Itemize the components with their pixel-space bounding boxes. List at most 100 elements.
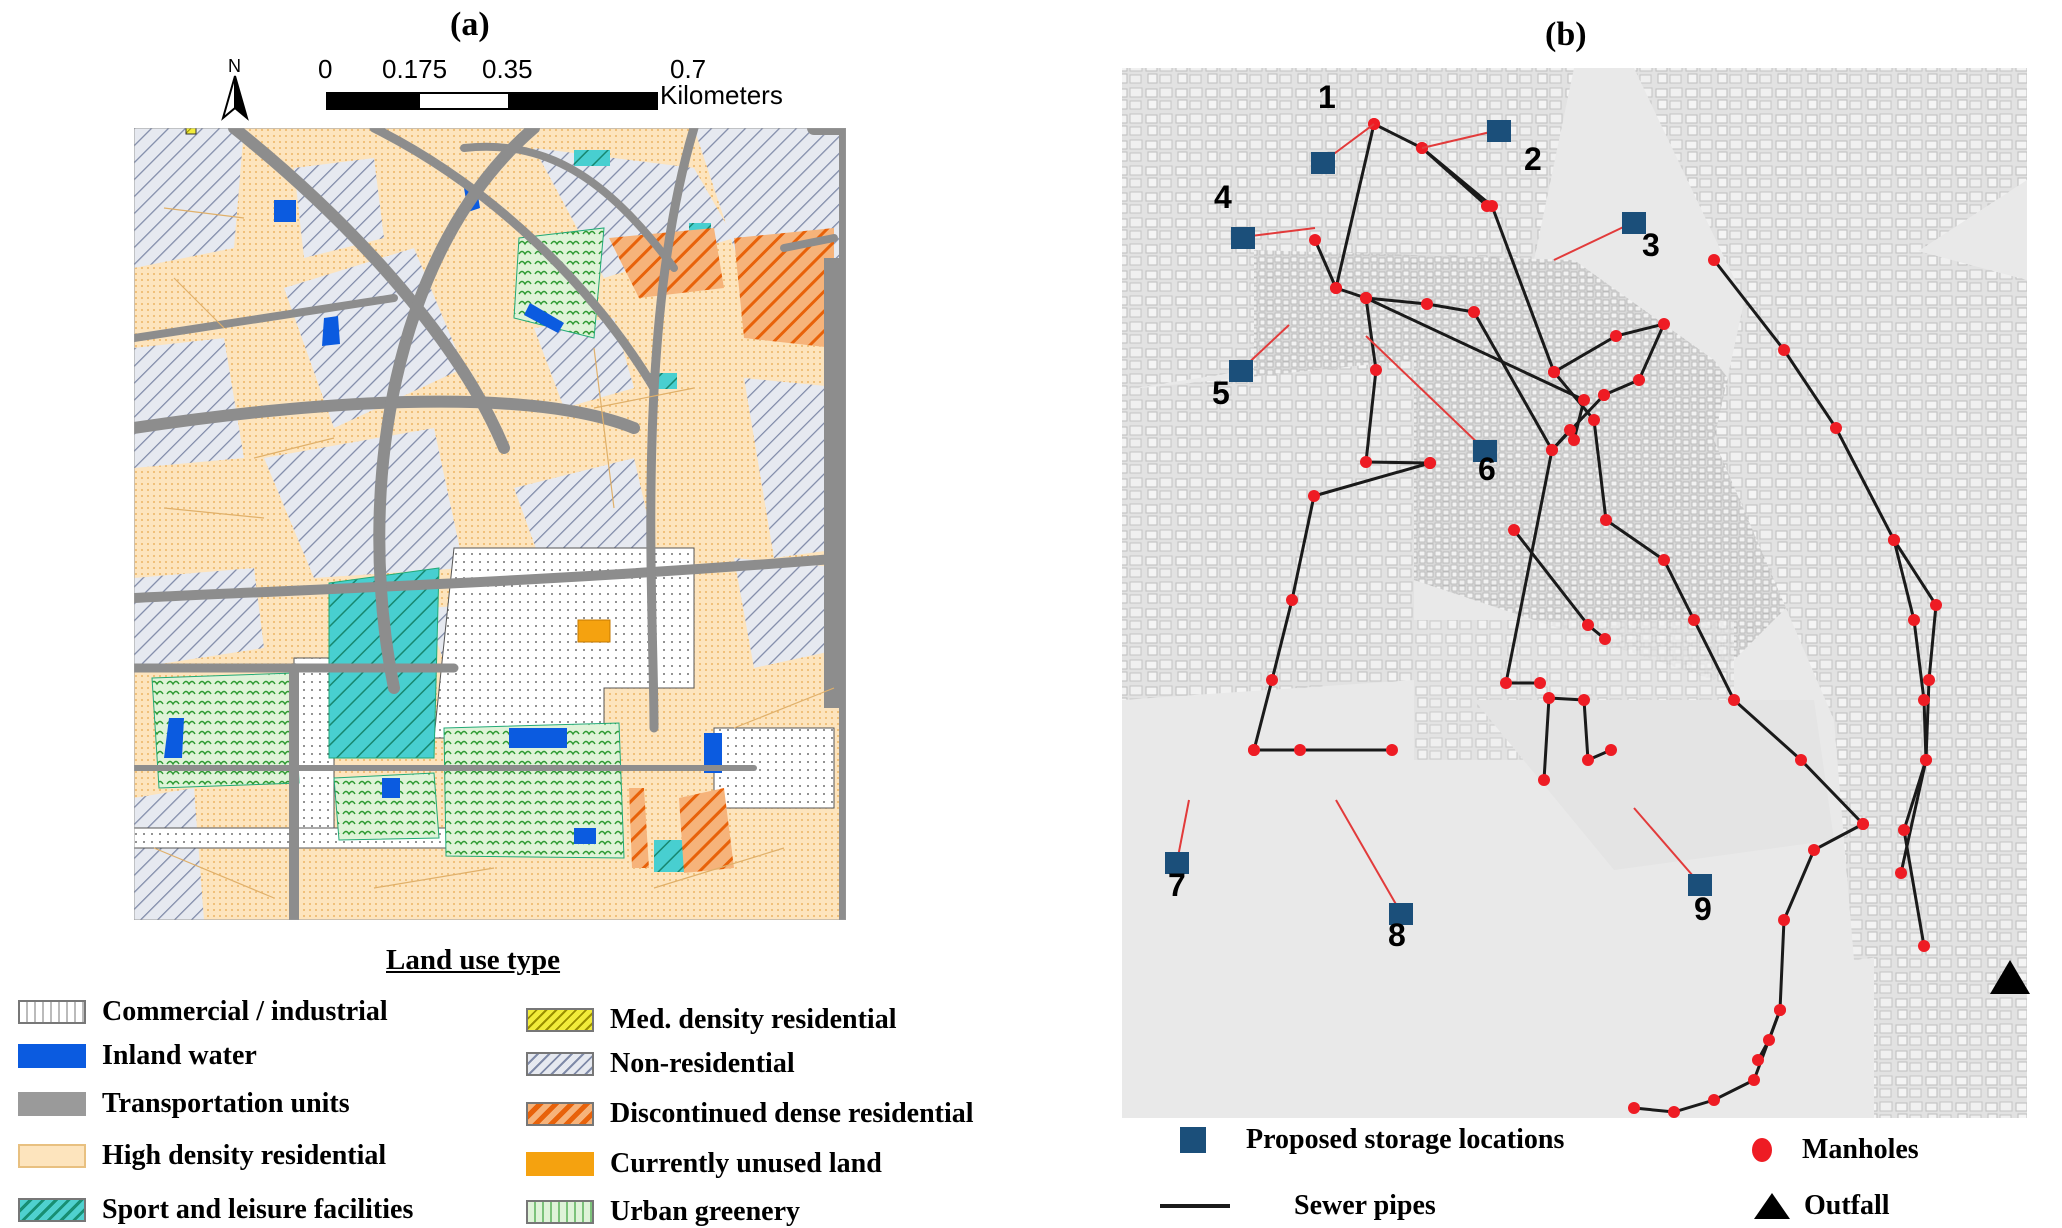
sewer-pipe (1892, 539, 1938, 947)
manhole (1808, 844, 1820, 856)
legend-swatch-transport (18, 1092, 86, 1116)
manhole (1895, 867, 1907, 879)
legend-label-outfall: Outfall (1804, 1190, 1890, 1221)
storage-location-1 (1311, 152, 1335, 174)
north-arrow: N (218, 56, 252, 128)
storage-link (1421, 129, 1500, 149)
legend-label-disc-res: Discontinued dense residential (610, 1098, 974, 1129)
manhole (1308, 490, 1320, 502)
manhole (1568, 434, 1580, 446)
manhole (1564, 424, 1576, 436)
legend-item-green: Urban greenery (526, 1196, 800, 1228)
legend-item-unused: Currently unused land (526, 1148, 882, 1180)
manhole (1688, 614, 1700, 626)
manhole (1658, 318, 1670, 330)
manhole (1578, 394, 1590, 406)
manhole (1658, 554, 1670, 566)
storage-location-6 (1473, 440, 1497, 462)
manhole (1830, 422, 1842, 434)
manhole (1309, 234, 1321, 246)
manhole (1763, 1034, 1775, 1046)
north-arrow-icon (221, 75, 249, 121)
storage-location-8 (1389, 903, 1413, 925)
legend-label-storage: Proposed storage locations (1246, 1124, 1565, 1155)
manhole (1588, 414, 1600, 426)
legend-label-sport: Sport and leisure facilities (102, 1194, 414, 1225)
pipe-line-icon (1160, 1204, 1230, 1208)
manhole (1534, 677, 1546, 689)
storage-location-9 (1688, 874, 1712, 896)
manhole (1918, 940, 1930, 952)
manhole (1508, 524, 1520, 536)
legend-label-commercial: Commercial / industrial (102, 996, 388, 1027)
manhole (1774, 1004, 1786, 1016)
manhole (1598, 389, 1610, 401)
manhole (1578, 694, 1590, 706)
manhole (1708, 254, 1720, 266)
manhole (1668, 1106, 1680, 1118)
legend-swatch-high-res (18, 1144, 86, 1168)
legend-pipes: Sewer pipes (1160, 1190, 1436, 1222)
storage-number-3: 3 (1642, 227, 1660, 263)
legend-item-med-res: Med. density residential (526, 1004, 896, 1036)
storage-link (1365, 335, 1486, 451)
storage-number-9: 9 (1694, 891, 1712, 927)
legend-label-non-res: Non-residential (610, 1048, 795, 1079)
legend-swatch-water (18, 1044, 86, 1068)
storage-number-4: 4 (1214, 179, 1232, 215)
manhole (1546, 444, 1558, 456)
storage-link (1553, 221, 1635, 261)
manhole (1600, 514, 1612, 526)
manhole (1605, 744, 1617, 756)
scale-tick-0: 0 (318, 54, 333, 84)
manhole (1543, 692, 1555, 704)
legend-item-disc-res: Discontinued dense residential (526, 1098, 974, 1130)
storage-link (1335, 799, 1402, 914)
manhole (1795, 754, 1807, 766)
legend-swatch-med-res (526, 1008, 594, 1032)
manhole (1286, 594, 1298, 606)
scale-unit: Kilometers (660, 80, 783, 110)
legend-item-high-res: High density residential (18, 1140, 386, 1172)
manhole (1500, 677, 1512, 689)
legend-swatch-commercial (18, 1000, 86, 1024)
manhole (1486, 200, 1498, 212)
manhole (1923, 674, 1935, 686)
manhole (1778, 914, 1790, 926)
legend-item-transport: Transportation units (18, 1088, 350, 1120)
manhole (1752, 1054, 1764, 1066)
manhole (1421, 298, 1433, 310)
legend-label-green: Urban greenery (610, 1196, 800, 1227)
legend-manholes: Manholes (1752, 1134, 1919, 1166)
legend-item-sport: Sport and leisure facilities (18, 1194, 413, 1226)
panel-b-label: (b) (1545, 16, 1587, 53)
sewer-pipe (1552, 371, 1865, 826)
manhole (1920, 754, 1932, 766)
manhole (1330, 282, 1342, 294)
outfall-triangle-icon (1754, 1193, 1790, 1219)
storage-location-5 (1229, 360, 1253, 382)
manhole (1370, 364, 1382, 376)
manhole (1898, 824, 1910, 836)
manhole (1918, 694, 1930, 706)
legend-label-transport: Transportation units (102, 1088, 350, 1119)
storage-link (1633, 807, 1701, 885)
manhole (1360, 456, 1372, 468)
storage-location-3 (1622, 212, 1646, 234)
manhole (1748, 1074, 1760, 1086)
outfall-marker (1990, 960, 2030, 994)
storage-location-4 (1231, 227, 1255, 249)
manhole (1266, 674, 1278, 686)
legend-swatch-sport (18, 1198, 86, 1222)
manhole (1708, 1094, 1720, 1106)
manhole (1582, 754, 1594, 766)
manhole (1908, 614, 1920, 626)
scale-bar (326, 92, 658, 110)
legend-label-high-res: High density residential (102, 1140, 387, 1171)
legend-swatch-unused (526, 1152, 594, 1176)
storage-number-1: 1 (1318, 79, 1336, 115)
scale-tick-2: 0.35 (482, 54, 533, 84)
legend-swatch-green (526, 1200, 594, 1224)
